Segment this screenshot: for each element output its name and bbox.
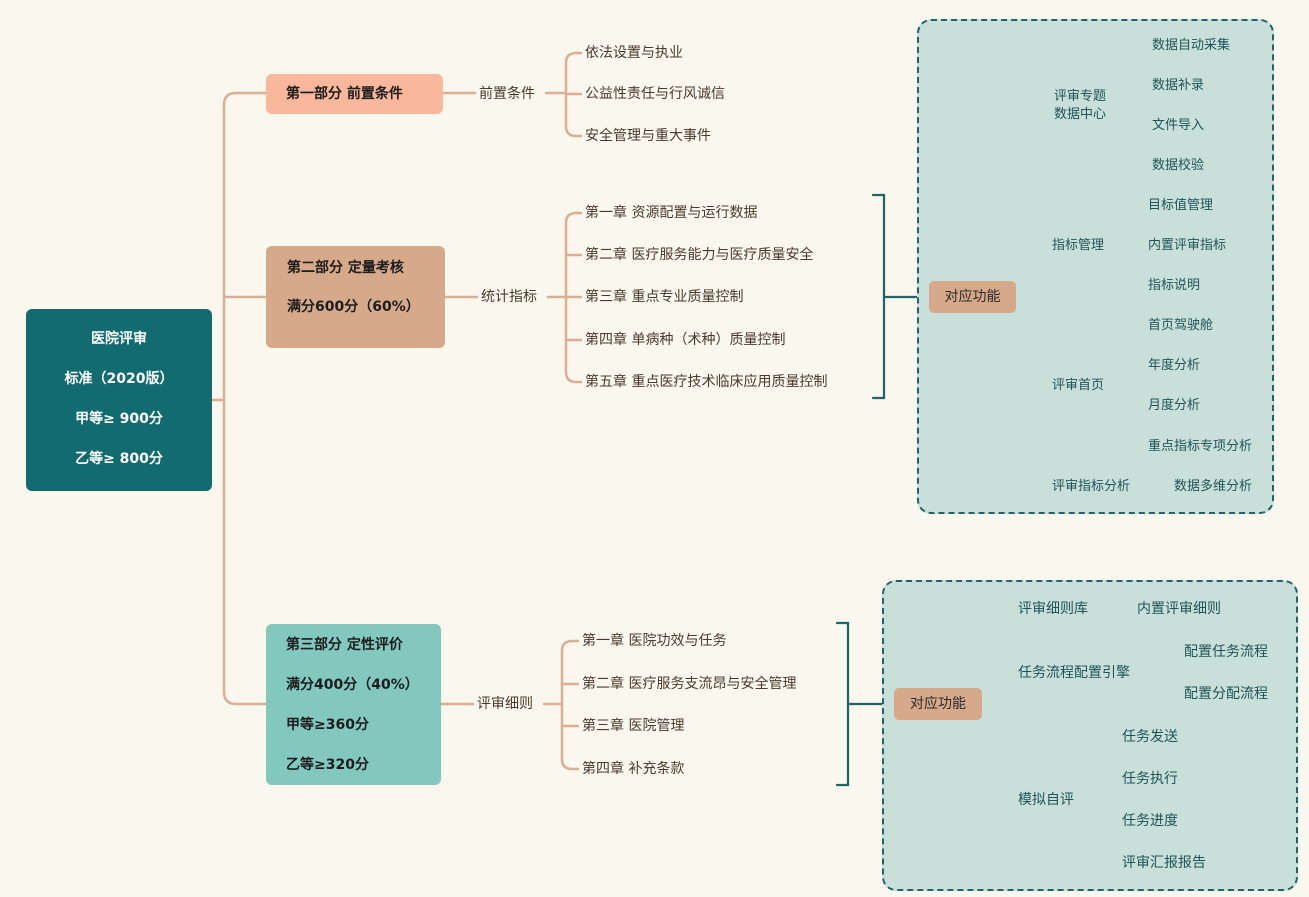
group-data-center-line1: 评审专题 [1053, 89, 1106, 104]
func-item: 任务发送 [1120, 728, 1180, 746]
group-indicator-analysis: 评审指标分析 [1050, 478, 1133, 496]
func-item: 任务执行 [1120, 770, 1180, 788]
part2-label: 统计指标 [478, 287, 540, 307]
part3-grade-b: 乙等≥320分 [286, 757, 369, 773]
root-title: 医院评审 [91, 331, 147, 347]
part3-item: 第四章 补充条款 [579, 759, 688, 779]
func-item: 数据自动采集 [1150, 37, 1233, 55]
part1-node: 第一部分 前置条件 [266, 74, 443, 114]
part3-score: 满分400分（40%） [286, 677, 419, 693]
part2-item: 第五章 重点医疗技术临床应用质量控制 [582, 372, 831, 392]
part3-label: 评审细则 [474, 694, 536, 714]
part2-node: 第二部分 定量考核 满分600分（60%） [266, 246, 445, 348]
function-label-top: 对应功能 [929, 281, 1016, 313]
part3-title: 第三部分 定性评价 [286, 637, 403, 653]
func-item: 首页驾驶舱 [1146, 317, 1216, 335]
root-standard: 标准（2020版） [64, 371, 174, 387]
func-item: 配置任务流程 [1182, 643, 1270, 661]
part1-item: 安全管理与重大事件 [582, 126, 714, 146]
func-item: 指标说明 [1146, 277, 1203, 295]
part2-score: 满分600分（60%） [287, 299, 420, 315]
func-item: 数据多维分析 [1172, 478, 1255, 496]
part2-item: 第三章 重点专业质量控制 [582, 287, 747, 307]
root-node: 医院评审 标准（2020版） 甲等≥ 900分 乙等≥ 800分 [26, 309, 212, 491]
group-workflow-engine: 任务流程配置引擎 [1016, 664, 1132, 682]
func-item: 任务进度 [1120, 812, 1180, 830]
func-item: 目标值管理 [1146, 197, 1216, 215]
func-item: 内置评审指标 [1146, 237, 1229, 255]
part1-item: 公益性责任与行风诚信 [582, 84, 728, 104]
func-item: 数据补录 [1150, 77, 1207, 95]
part3-node: 第三部分 定性评价 满分400分（40%） 甲等≥360分 乙等≥320分 [266, 624, 441, 785]
group-data-center-line2: 数据中心 [1053, 107, 1106, 122]
root-grade-a: 甲等≥ 900分 [75, 411, 163, 427]
func-item: 文件导入 [1150, 117, 1207, 135]
part1-title: 第一部分 前置条件 [286, 86, 403, 102]
group-self-assessment: 模拟自评 [1016, 791, 1076, 809]
group-review-home: 评审首页 [1050, 377, 1107, 395]
group-data-center: 评审专题 数据中心 [1049, 88, 1111, 124]
func-item: 配置分配流程 [1182, 685, 1270, 703]
part2-item: 第一章 资源配置与运行数据 [582, 203, 761, 223]
part1-item: 依法设置与执业 [582, 43, 686, 63]
part2-title: 第二部分 定量考核 [287, 260, 404, 276]
group-indicator-mgmt: 指标管理 [1050, 237, 1107, 255]
part1-label: 前置条件 [476, 84, 538, 104]
part3-item: 第一章 医院功效与任务 [579, 631, 730, 651]
part3-grade-a: 甲等≥360分 [286, 717, 369, 733]
group-rule-library: 评审细则库 [1016, 600, 1090, 618]
func-item: 评审汇报报告 [1120, 854, 1208, 872]
part2-item: 第四章 单病种（术种）质量控制 [582, 330, 789, 350]
function-label-bottom: 对应功能 [894, 688, 982, 720]
part2-item: 第二章 医疗服务能力与医疗质量安全 [582, 245, 817, 265]
func-item: 年度分析 [1146, 357, 1203, 375]
func-item: 数据校验 [1150, 157, 1207, 175]
func-item: 内置评审细则 [1135, 600, 1223, 618]
func-item: 重点指标专项分析 [1146, 438, 1255, 456]
part3-item: 第三章 医院管理 [579, 716, 688, 736]
part3-item: 第二章 医疗服务支流昂与安全管理 [579, 674, 800, 694]
function-panel-bottom [882, 580, 1298, 891]
func-item: 月度分析 [1146, 397, 1203, 415]
root-grade-b: 乙等≥ 800分 [75, 451, 163, 467]
